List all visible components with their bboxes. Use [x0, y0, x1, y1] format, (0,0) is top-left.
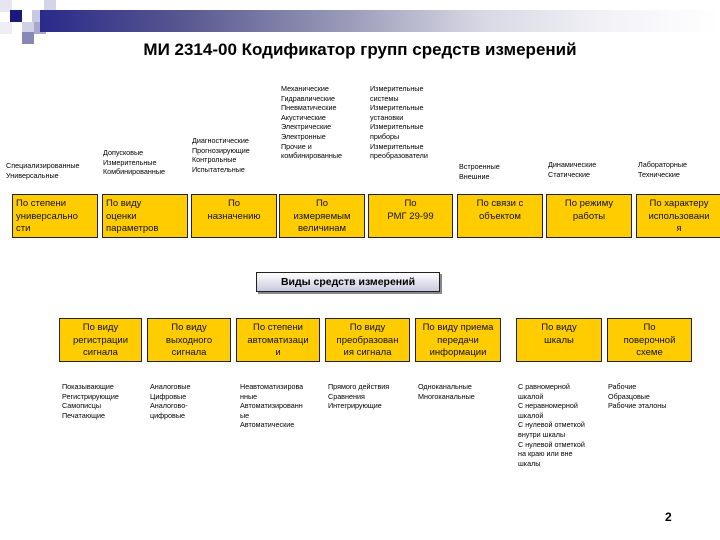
box-by-rmg: По РМГ 29-99 — [368, 194, 453, 238]
decor-square — [44, 0, 56, 12]
note-transmission: Одноканальные Многоканальные — [418, 382, 475, 401]
box-by-verification: По поверочной схеме — [607, 318, 692, 362]
note-automation: Неавтоматизирова нные Автоматизированн ы… — [240, 382, 304, 430]
decor-square — [22, 22, 34, 34]
slide-title: МИ 2314-00 Кодификатор групп средств изм… — [143, 40, 577, 59]
box-by-universality: По степени универсально сти — [12, 194, 98, 238]
note-verification: Рабочие Образцовые Рабочие эталоны — [608, 382, 667, 411]
note-scale: С равномерной шкалой С неравномерной шка… — [518, 382, 585, 468]
note-quantities: Механические Гидравлические Пневматическ… — [281, 84, 343, 161]
center-heading: Виды средств измерений — [256, 272, 440, 292]
decor-square — [0, 22, 12, 34]
box-by-mode: По режиму работы — [546, 194, 632, 238]
decor-square — [22, 32, 34, 44]
box-by-output-signal: По виду выходного сигнала — [147, 318, 231, 362]
note-purpose: Диагностические Прогнозирующие Контрольн… — [192, 136, 250, 174]
decor-square — [0, 0, 12, 12]
header-gradient-bar — [40, 10, 720, 32]
note-mode: Динамические Статические — [548, 160, 597, 179]
decor-square — [10, 10, 22, 22]
note-usage: Лабораторные Технические — [638, 160, 688, 179]
box-by-evaluation: По виду оценки параметров — [102, 194, 188, 238]
note-rmg: Измерительные системы Измерительные уста… — [370, 84, 428, 161]
box-by-registration: По виду регистрации сигнала — [59, 318, 142, 362]
box-by-scale: По виду шкалы — [516, 318, 602, 362]
box-by-purpose: По назначению — [191, 194, 277, 238]
note-universality: Специализированные Универсальные — [6, 161, 80, 180]
box-by-connection: По связи с объектом — [457, 194, 543, 238]
box-by-usage: По характеру использовани я — [636, 194, 720, 238]
box-by-conversion: По виду преобразован ия сигнала — [325, 318, 410, 362]
note-evaluation: Допусковые Измерительные Комбинированные — [103, 148, 165, 177]
note-conversion: Прямого действия Сравнения Интегрирующие — [328, 382, 390, 411]
page-number: 2 — [665, 510, 672, 524]
note-connection: Встроенные Внешние — [459, 162, 500, 181]
box-by-transmission: По виду приема передачи информации — [415, 318, 501, 362]
box-by-quantities: По измеряемым величинам — [279, 194, 365, 238]
note-output-signal: Аналоговые Цифровые Аналогово- цифровые — [150, 382, 191, 420]
box-by-automation: По степени автоматизаци и — [236, 318, 320, 362]
note-registration: Показывающие Регистрирующие Самописцы Пе… — [62, 382, 119, 420]
